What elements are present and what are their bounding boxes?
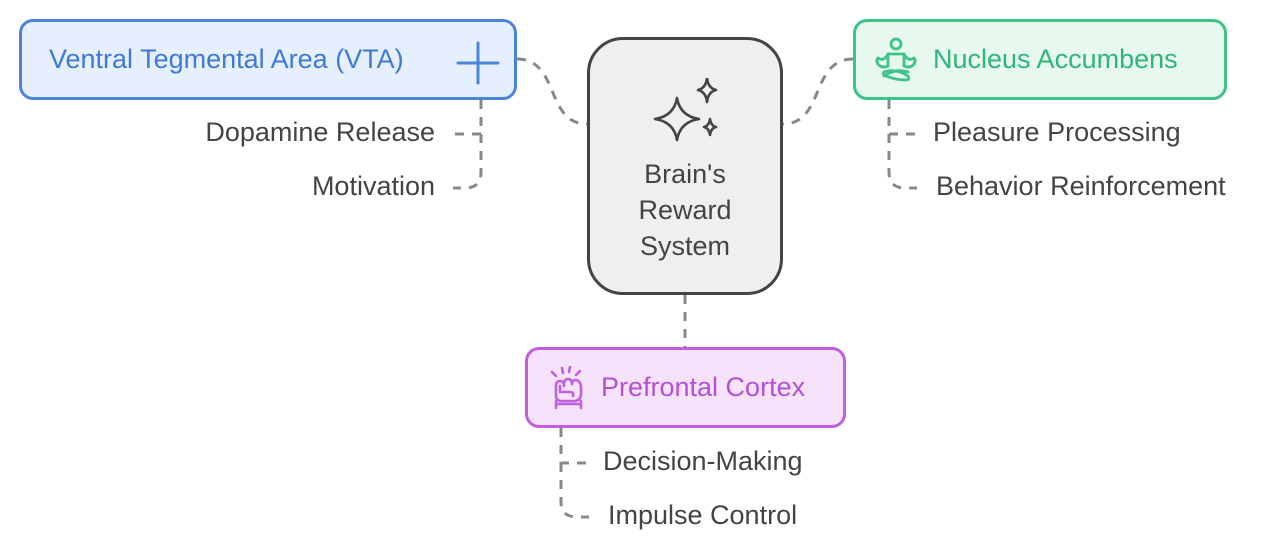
meditation-icon <box>875 37 917 82</box>
subitem-decision-making: Decision-Making <box>603 446 803 476</box>
fist-icon <box>550 366 583 410</box>
node-title: Nucleus Accumbens <box>933 44 1178 74</box>
subitem-behavior-reinforcement: Behavior Reinforcement <box>936 171 1226 201</box>
connector-center-vta <box>516 57 588 126</box>
connector-na-behavior <box>887 134 917 190</box>
connector-pc-decision <box>559 428 589 465</box>
plus-icon <box>456 41 500 85</box>
node-brains-reward-system[interactable]: Brain's Reward System <box>587 37 783 295</box>
connector-vta-dopamine <box>453 100 483 136</box>
node-title: Prefrontal Cortex <box>601 372 806 402</box>
subitem-motivation: Motivation <box>311 171 435 201</box>
connector-vta-motivation <box>453 134 483 190</box>
node-ventral-tegmental-area[interactable]: Ventral Tegmental Area (VTA) <box>19 19 517 100</box>
center-label-line: Brain's <box>644 159 726 189</box>
subitem-dopamine-release: Dopamine Release <box>205 117 435 147</box>
node-prefrontal-cortex[interactable]: Prefrontal Cortex <box>525 347 846 428</box>
node-nucleus-accumbens[interactable]: Nucleus Accumbens <box>853 19 1227 100</box>
sparkles-icon <box>653 78 718 142</box>
node-title: Ventral Tegmental Area (VTA) <box>49 44 404 74</box>
center-label-line: Reward <box>638 195 732 225</box>
center-label-line: System <box>639 231 731 261</box>
subitem-pleasure-processing: Pleasure Processing <box>933 117 1181 147</box>
connector-pc-impulse <box>559 463 589 519</box>
center-label: Brain's Reward System <box>590 156 780 264</box>
subitem-impulse-control: Impulse Control <box>608 500 798 530</box>
connector-na-pleasure <box>887 100 917 136</box>
connector-center-na <box>782 57 854 126</box>
